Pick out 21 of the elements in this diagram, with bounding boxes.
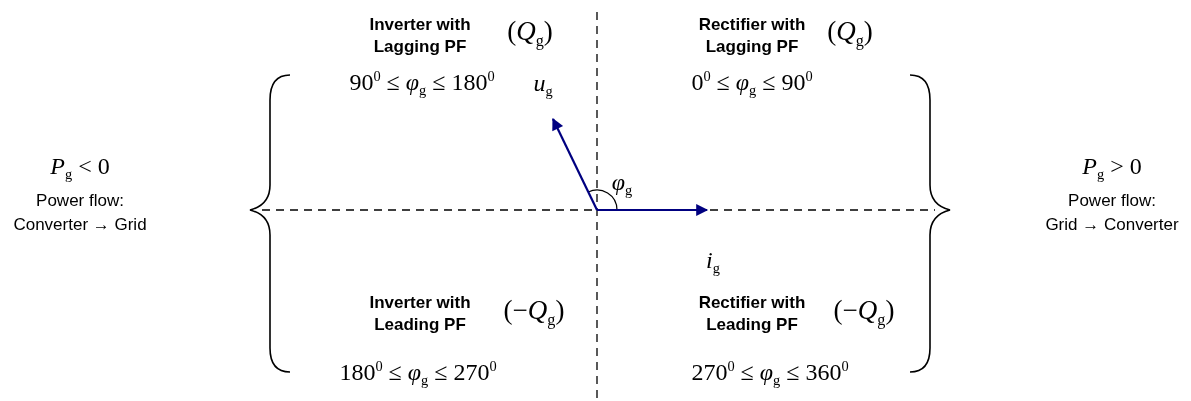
power-flow-note: Power flow: [1068, 190, 1156, 212]
quadrant-title: Rectifier with Leading PF [697, 291, 807, 336]
power-flow-direction: Grid → Converter [1045, 214, 1179, 236]
angle-range: 0$^{0}$ ≤ φ$_{g}$ ≤ 90$^{0}$ [691, 69, 813, 99]
phasor-label: u$_{g}$ [533, 70, 553, 100]
active-power-condition: P$_{g}$ < 0 [50, 153, 110, 183]
active-power-condition: P$_{g}$ > 0 [1082, 153, 1142, 183]
quadrant-title: Inverter with Leading PF [368, 291, 472, 336]
phasor-label: i$_{g}$ [706, 247, 720, 277]
power-flow-note: Power flow: [36, 190, 124, 212]
reactive-power-label: (−Q$_{g}$) [503, 296, 565, 330]
angle-range: 270$^{0}$ ≤ φ$_{g}$ ≤ 360$^{0}$ [691, 359, 849, 389]
power-flow-direction: Converter → Grid [13, 214, 147, 236]
reactive-power-label: (Q$_{g}$) [507, 17, 553, 51]
angle-label: φ$_{g}$ [611, 169, 633, 199]
reactive-power-label: (−Q$_{g}$) [833, 296, 895, 330]
quadrant-title: Inverter with Lagging PF [368, 13, 472, 58]
quadrant-title: Rectifier with Lagging PF [697, 13, 807, 58]
angle-range: 180$^{0}$ ≤ φ$_{g}$ ≤ 270$^{0}$ [339, 359, 497, 389]
reactive-power-label: (Q$_{g}$) [827, 17, 873, 51]
angle-range: 90$^{0}$ ≤ φ$_{g}$ ≤ 180$^{0}$ [349, 69, 495, 99]
